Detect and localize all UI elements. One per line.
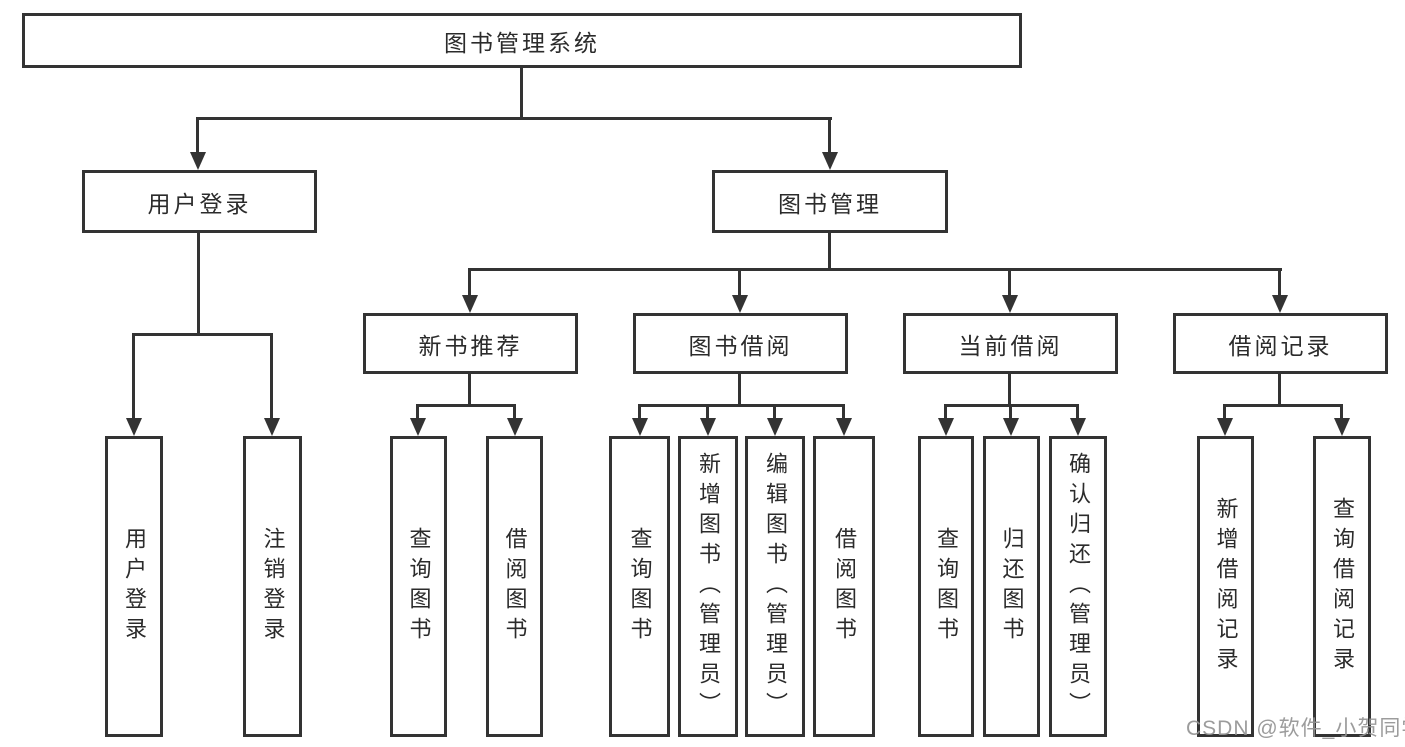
arrow-down-icon <box>1272 295 1288 313</box>
arrow-down-icon <box>126 418 142 436</box>
connector-line <box>468 374 471 406</box>
connector-line <box>1278 374 1281 406</box>
arrow-down-icon <box>264 418 280 436</box>
arrow-down-icon <box>632 418 648 436</box>
watermark: CSDN @软件_小贺同学 <box>1186 717 1405 740</box>
connector-line <box>1340 404 1343 419</box>
node-label: 借阅图书 <box>832 526 857 647</box>
node-label: 借阅记录 <box>1228 332 1333 359</box>
arrow-down-icon <box>822 152 838 170</box>
connector-line <box>468 268 471 296</box>
node-label: 新增图书（管理员） <box>696 451 721 722</box>
node-borrowing-records: 借阅记录 <box>1173 313 1388 374</box>
connector-line <box>132 333 135 419</box>
arrow-down-icon <box>836 418 852 436</box>
node-user-login: 用户登录 <box>82 170 317 233</box>
node-confirm-return-admin: 确认归还（管理员） <box>1049 436 1107 737</box>
node-label: 确认归还（管理员） <box>1066 451 1091 722</box>
node-label: 借阅图书 <box>502 526 528 647</box>
connector-line <box>638 404 845 407</box>
connector-line <box>1008 374 1011 406</box>
connector-line <box>1009 404 1012 419</box>
connector-line <box>1223 404 1226 419</box>
connector-line <box>520 68 523 118</box>
connector-line <box>944 404 947 419</box>
node-label: 当前借阅 <box>958 332 1063 359</box>
node-label: 编辑图书（管理员） <box>763 451 788 722</box>
node-label: 图书借阅 <box>688 332 793 359</box>
node-book-management: 图书管理 <box>712 170 948 233</box>
connector-line <box>738 374 741 406</box>
node-label: 新增借阅记录 <box>1213 496 1239 677</box>
node-add-books-admin: 新增图书（管理员） <box>678 436 738 737</box>
arrow-down-icon <box>732 295 748 313</box>
node-edit-books-admin: 编辑图书（管理员） <box>745 436 805 737</box>
node-label: 查询图书 <box>406 526 432 647</box>
arrow-down-icon <box>1003 418 1019 436</box>
arrow-down-icon <box>1070 418 1086 436</box>
arrow-down-icon <box>700 418 716 436</box>
connector-line <box>1223 404 1343 407</box>
node-borrow-books-recommend: 借阅图书 <box>486 436 543 737</box>
connector-line <box>197 117 832 120</box>
node-label: 图书管理系统 <box>444 29 600 56</box>
node-query-books-current: 查询图书 <box>918 436 974 737</box>
node-label: 新书推荐 <box>418 332 523 359</box>
connector-line <box>416 404 419 419</box>
node-borrow-books: 借阅图书 <box>813 436 875 737</box>
node-book-borrowing: 图书借阅 <box>633 313 848 374</box>
connector-line <box>469 268 1282 271</box>
arrow-down-icon <box>1334 418 1350 436</box>
connector-line <box>513 404 516 419</box>
node-add-borrow-record: 新增借阅记录 <box>1197 436 1254 737</box>
connector-line <box>416 404 516 407</box>
node-current-borrowing: 当前借阅 <box>903 313 1118 374</box>
node-query-borrow-record: 查询借阅记录 <box>1313 436 1371 737</box>
node-label: 注销登录 <box>260 526 286 647</box>
connector-line <box>1008 268 1011 296</box>
node-label: 图书管理 <box>778 190 882 217</box>
connector-line <box>1278 268 1281 296</box>
arrow-down-icon <box>1217 418 1233 436</box>
arrow-down-icon <box>462 295 478 313</box>
arrow-down-icon <box>410 418 426 436</box>
arrow-down-icon <box>767 418 783 436</box>
connector-line <box>1076 404 1079 419</box>
node-new-book-recommendation: 新书推荐 <box>363 313 578 374</box>
node-query-books-recommend: 查询图书 <box>390 436 447 737</box>
node-logout: 注销登录 <box>243 436 302 737</box>
arrow-down-icon <box>938 418 954 436</box>
node-label: 用户登录 <box>147 190 252 217</box>
node-user-login-leaf: 用户登录 <box>105 436 163 737</box>
node-label: 查询图书 <box>627 526 653 647</box>
connector-line <box>132 333 273 336</box>
arrow-down-icon <box>507 418 523 436</box>
node-label: 归还图书 <box>999 526 1025 647</box>
connector-line <box>197 233 200 335</box>
arrow-down-icon <box>1002 295 1018 313</box>
connector-line <box>638 404 641 419</box>
node-label: 查询图书 <box>934 526 959 647</box>
arrow-down-icon <box>190 152 206 170</box>
connector-line <box>706 404 709 419</box>
connector-line <box>842 404 845 419</box>
node-library-management-system: 图书管理系统 <box>22 13 1022 68</box>
node-query-books-borrowing: 查询图书 <box>609 436 670 737</box>
connector-line <box>270 333 273 419</box>
connector-line <box>196 117 199 153</box>
connector-line <box>828 233 831 270</box>
node-label: 查询借阅记录 <box>1330 496 1355 677</box>
connector-line <box>828 117 831 153</box>
node-return-books: 归还图书 <box>983 436 1040 737</box>
connector-line <box>773 404 776 419</box>
connector-line <box>738 268 741 296</box>
node-label: 用户登录 <box>122 526 147 647</box>
